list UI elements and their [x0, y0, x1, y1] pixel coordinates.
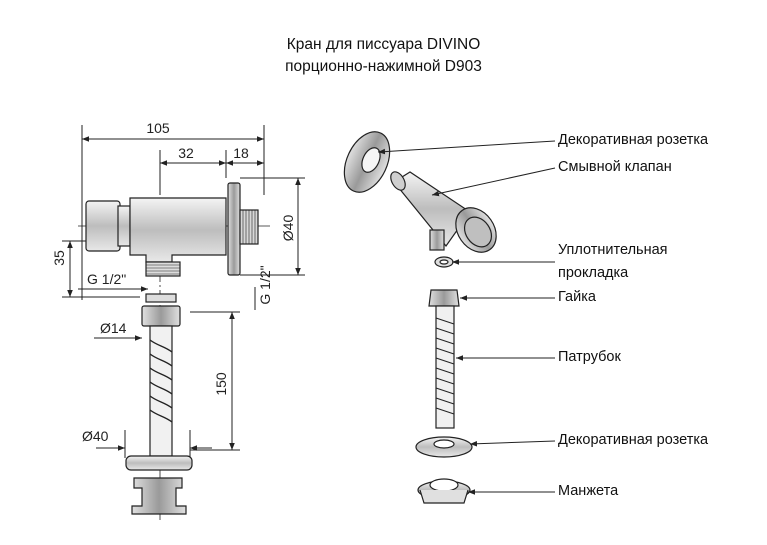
title-line-1: Кран для писсуара DIVINO: [286, 36, 481, 53]
thread-label-left: G 1/2": [87, 271, 126, 287]
dim-35: 35: [51, 250, 67, 266]
dim-18: 18: [233, 145, 249, 161]
dim-diameter-40-top: Ø40: [280, 215, 296, 242]
label-sealing-gasket-line-1: Уплотнительная: [558, 242, 668, 258]
dim-diameter-40-bottom: Ø40: [82, 428, 109, 444]
thread-label-right: G 1/2": [257, 265, 273, 304]
label-pipe: Патрубок: [558, 349, 621, 365]
dim-150: 150: [213, 372, 229, 396]
label-cuff: Манжета: [558, 483, 619, 499]
exploded-view: [343, 131, 497, 504]
title-line-2: порционно-нажимной D903: [285, 58, 482, 75]
label-decorative-rosette-top: Декоративная розетка: [558, 132, 709, 148]
label-decorative-rosette-bottom: Декоративная розетка: [558, 432, 709, 448]
dim-diameter-14: Ø14: [100, 320, 127, 336]
label-sealing-gasket-line-2: прокладка: [558, 265, 629, 281]
dim-105: 105: [146, 120, 170, 136]
label-nut: Гайка: [558, 289, 596, 305]
diagram-title: Кран для писсуара DIVINO порционно-нажим…: [0, 34, 767, 78]
label-flush-valve: Смывной клапан: [558, 159, 672, 175]
leader-lines: [377, 140, 556, 495]
valve-body-side: [85, 182, 259, 515]
dim-32: 32: [178, 145, 194, 161]
